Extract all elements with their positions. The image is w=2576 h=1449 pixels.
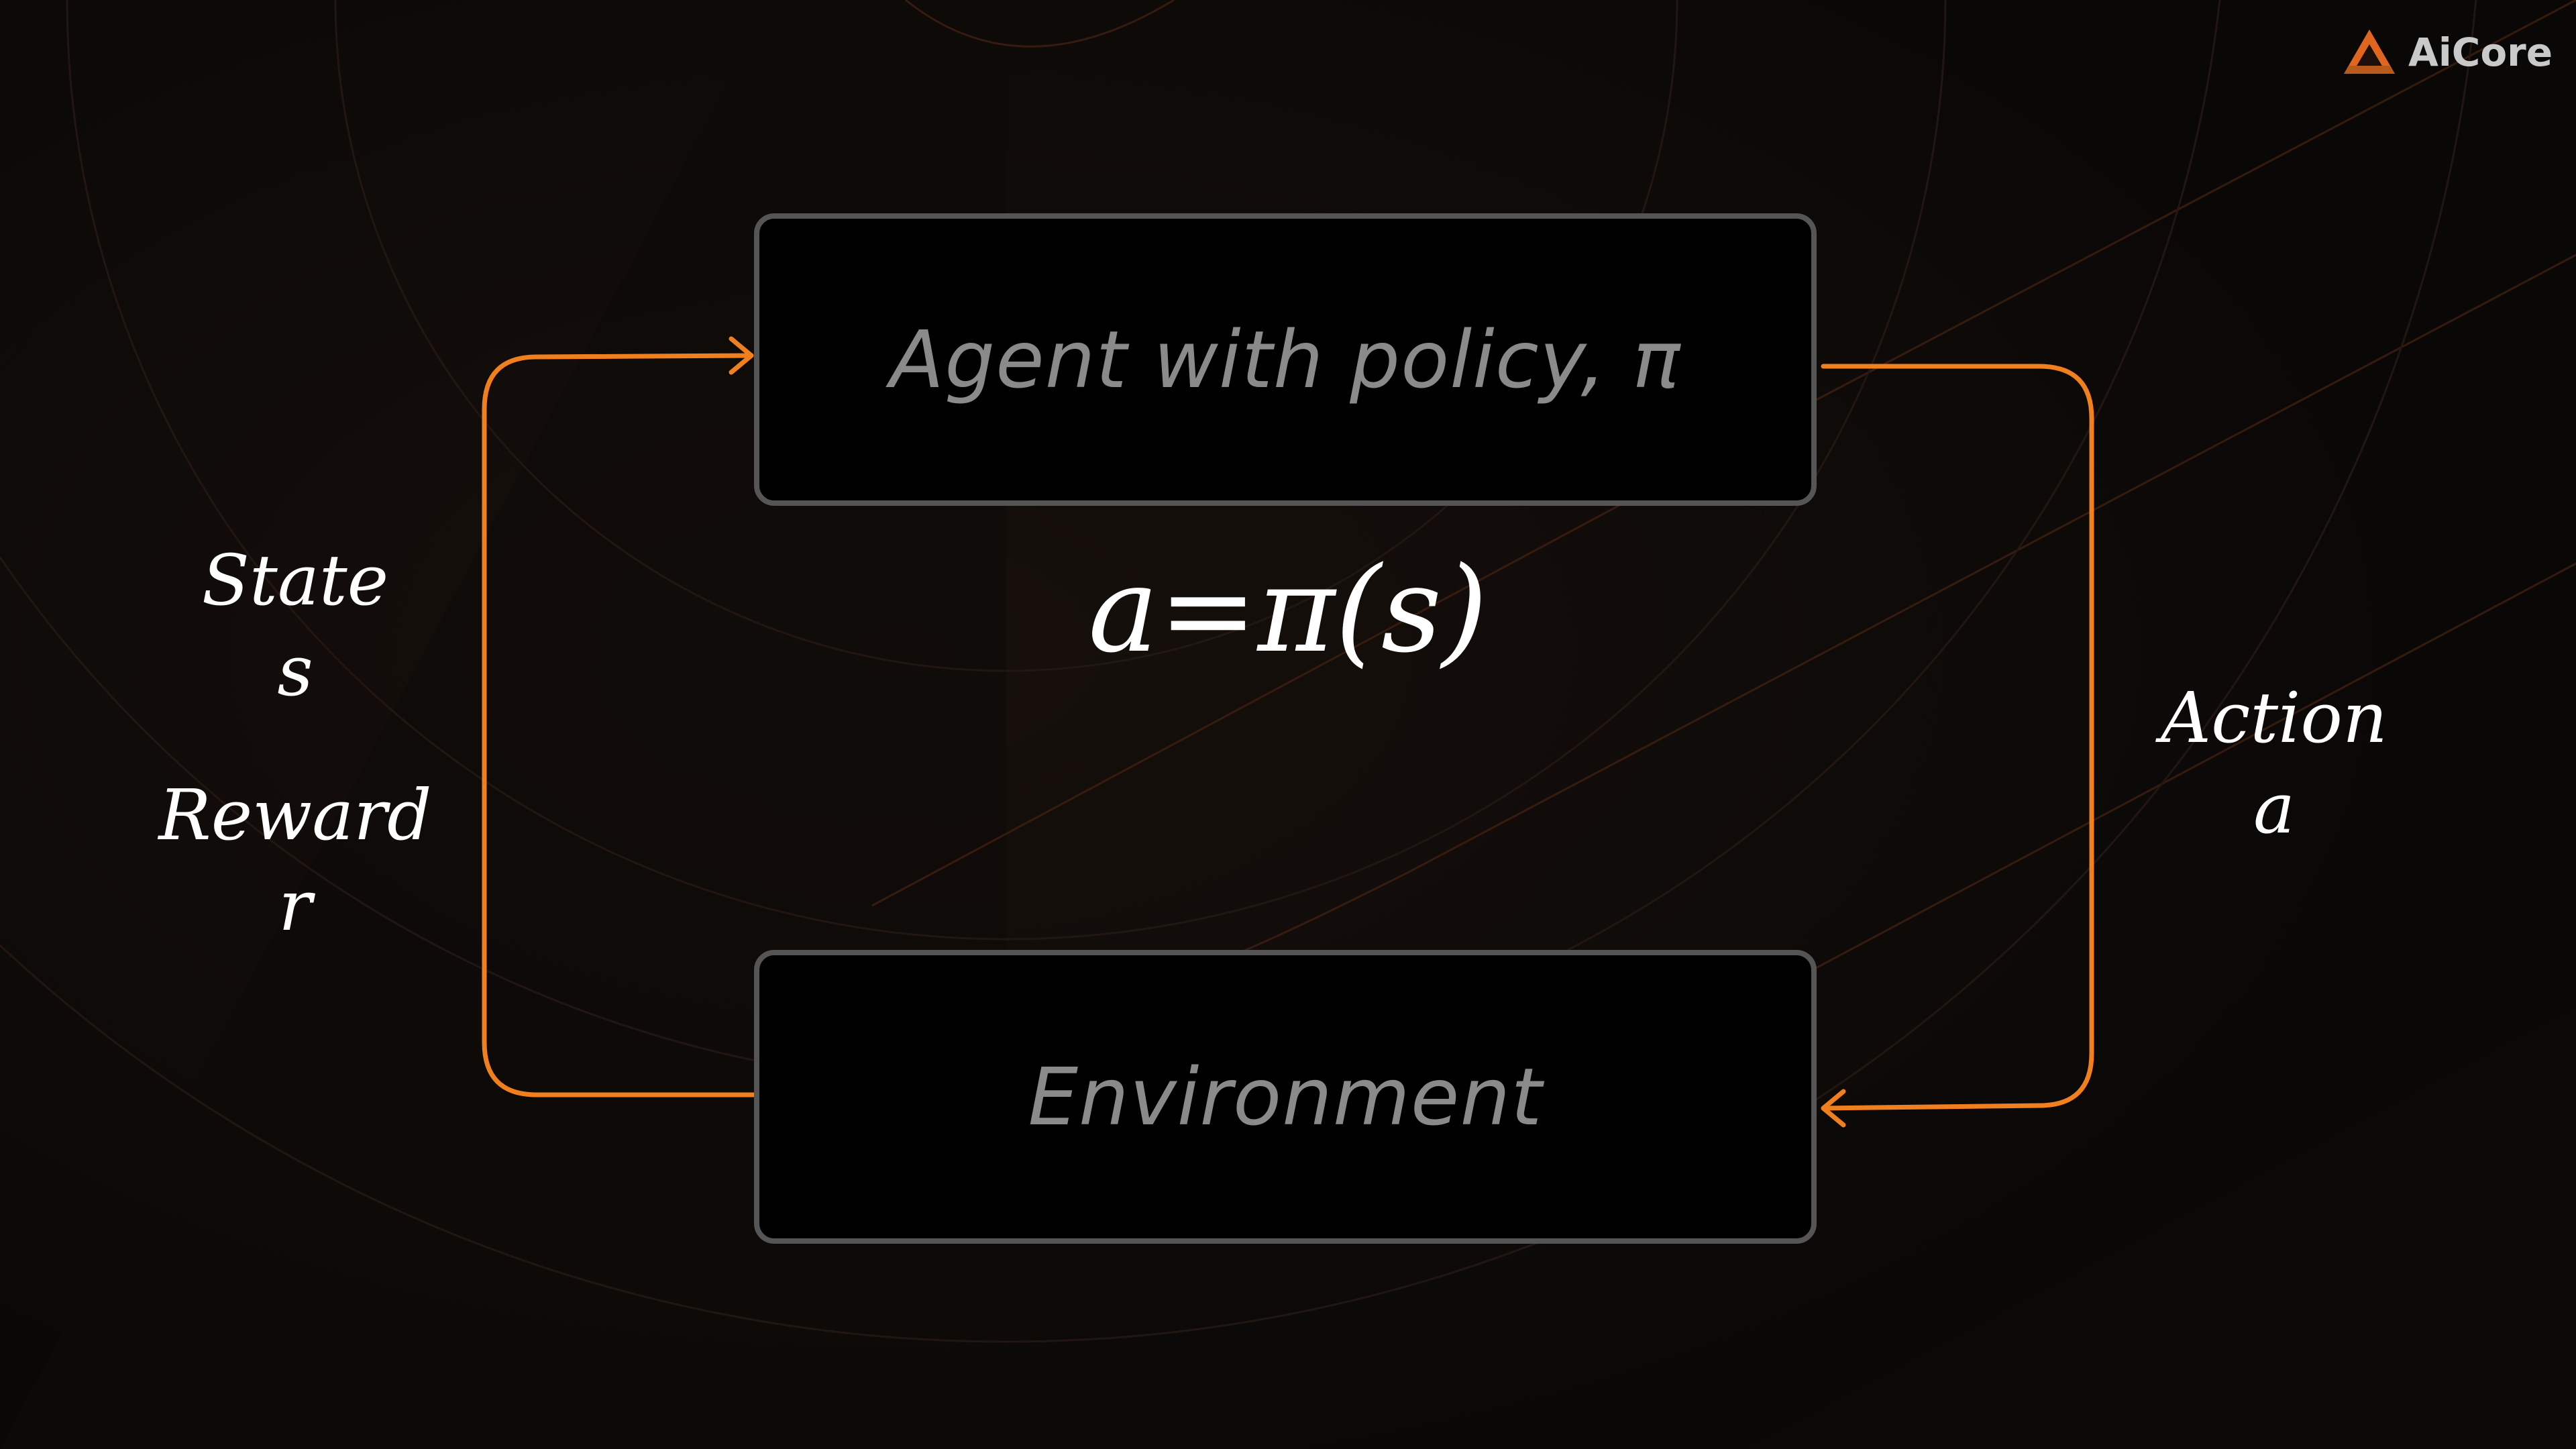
state-reward-arrowhead [729,336,754,375]
action-arrow [1821,364,2094,1111]
environment-box: Environment [754,950,1817,1244]
action-symbol: a [2253,767,2295,849]
agent-box: Agent with policy, π [754,213,1817,506]
state-reward-arrow [482,353,757,1097]
triangle-logo-icon [2344,30,2395,74]
action-label: Action [2161,677,2387,759]
state-symbol: s [277,630,313,712]
reward-label: Reward [158,774,432,856]
agent-label: Agent with policy, π [890,313,1681,406]
aicore-logo: AiCore [2341,27,2553,78]
policy-formula: a=π(s) [1088,541,1488,679]
environment-label: Environment [1028,1051,1543,1143]
reward-symbol: r [278,865,312,947]
logo-text: AiCore [2408,30,2553,75]
action-arrowhead [1821,1089,1846,1128]
state-label: State [201,539,389,621]
